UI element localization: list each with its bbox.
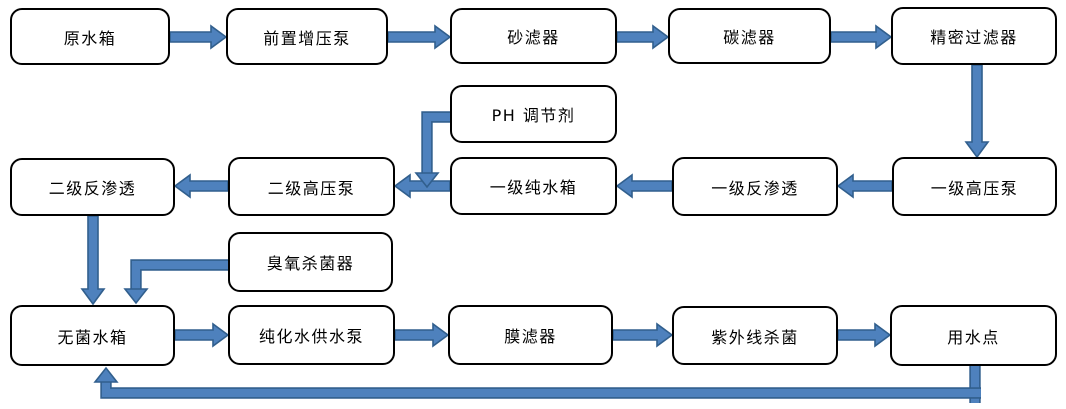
arrow-first-ro-to-pure-tank (615, 173, 673, 199)
node-precision-filter: 精密过滤器 (891, 7, 1057, 65)
arrow-uv-to-use-point (837, 322, 892, 348)
node-sand-filter: 砂滤器 (450, 8, 617, 64)
node-pre-booster-pump: 前置增压泵 (226, 8, 388, 65)
arrow-raw-to-booster (169, 24, 228, 50)
node-carbon-filter: 碳滤器 (668, 8, 831, 64)
arrow-ozone-to-sterile-tank-head (123, 288, 149, 305)
arrow-membrane-to-uv (612, 322, 674, 348)
arrow-sterile-to-supply-pump (174, 322, 230, 348)
node-uv-sterilizer: 紫外线杀菌 (672, 306, 838, 365)
node-ozone-sterilizer: 臭氧杀菌器 (228, 232, 393, 292)
node-second-stage-ro: 二级反渗透 (10, 158, 175, 216)
node-first-stage-ro: 一级反渗透 (672, 157, 838, 216)
arrow-precision-to-first-hp (964, 64, 990, 159)
arrow-carbon-to-precision (830, 24, 893, 50)
node-raw-water-tank: 原水箱 (10, 8, 170, 65)
arrow-supply-to-membrane (394, 322, 450, 348)
node-second-stage-hp-pump: 二级高压泵 (228, 157, 395, 216)
arrow-sand-to-carbon (616, 24, 670, 50)
arrow-ozone-to-sterile-tank-shaft-fill (131, 260, 228, 290)
arrow-pure-tank-to-second-hp (393, 173, 451, 199)
arrow-ph-adjuster-dosing-shaft-fill (422, 112, 450, 174)
arrow-recirculation-return-shaft-fill (101, 380, 981, 398)
arrow-second-hp-to-second-ro (173, 173, 229, 199)
node-ph-adjuster: PH 调节剂 (450, 85, 617, 143)
arrow-second-ro-to-sterile-tank (80, 215, 106, 306)
arrow-first-hp-to-first-ro (836, 173, 893, 199)
node-water-use-point: 用水点 (890, 305, 1057, 366)
node-first-stage-hp-pump: 一级高压泵 (892, 157, 1057, 216)
node-membrane-filter: 膜滤器 (448, 305, 613, 365)
arrow-recirculation-return-head (93, 366, 119, 383)
arrow-booster-to-sand (387, 24, 452, 50)
node-sterile-water-tank: 无菌水箱 (10, 305, 175, 366)
node-first-stage-pure-water-tank: 一级纯水箱 (450, 157, 617, 215)
node-purified-water-supply-pump: 纯化水供水泵 (228, 305, 395, 365)
arrow-ph-adjuster-dosing-head (414, 172, 440, 189)
